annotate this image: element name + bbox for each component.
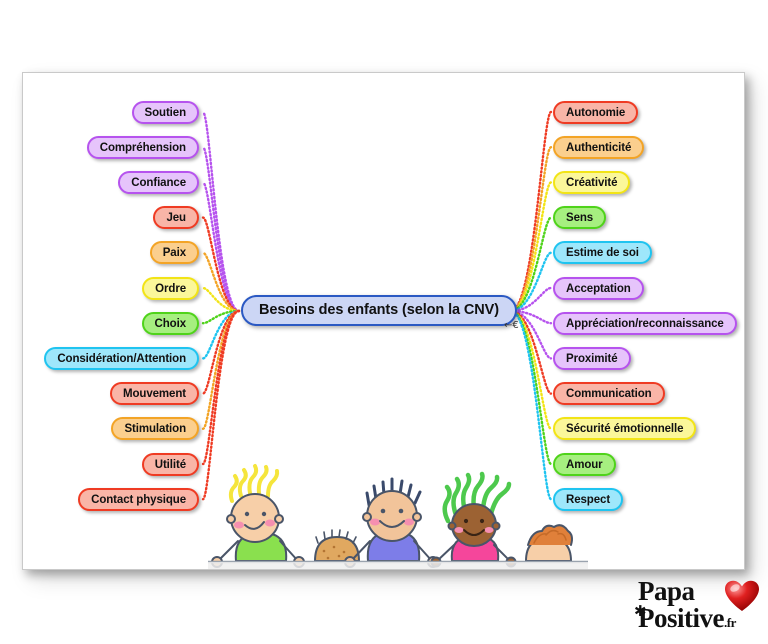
connector-line [201, 309, 241, 395]
children-illustration [208, 464, 588, 569]
connector-line [201, 216, 241, 313]
right-branch-node[interactable]: Créativité [553, 170, 631, 194]
child-5 [525, 524, 573, 562]
left-branch-node[interactable]: Paix [149, 241, 199, 265]
left-branch-node[interactable]: Mouvement [110, 382, 199, 406]
logo-line-papa: Papa [638, 576, 695, 606]
star-icon: ✱ [634, 603, 647, 620]
left-branch-node[interactable]: Jeu [153, 206, 199, 230]
mindmap-canvas[interactable]: Besoins des enfants (selon la CNV) ←€ So… [22, 72, 745, 570]
collapse-marker-icon[interactable]: ←€ [504, 320, 519, 331]
left-branch-node[interactable]: Stimulation [111, 417, 199, 441]
papa-positive-logo[interactable]: ✱ Papa Positive.fr [634, 576, 762, 638]
connector-line [201, 251, 241, 313]
connector-line [509, 216, 553, 313]
child-3 [344, 477, 439, 568]
left-branch-node[interactable]: Confiance [118, 170, 199, 194]
right-branch-node[interactable]: Appréciation/reconnaissance [553, 311, 737, 335]
connector-line [509, 251, 553, 313]
right-branch-node[interactable]: Proximité [553, 346, 631, 370]
connector-line [201, 146, 241, 313]
logo-line-positive: Positive.fr [638, 603, 736, 634]
left-branch-node[interactable]: Compréhension [86, 135, 199, 159]
right-branch-node[interactable]: Respect [553, 487, 624, 511]
connector-line [509, 309, 553, 360]
right-branch-node[interactable]: Acceptation [553, 276, 644, 300]
right-branch-node[interactable]: Sens [553, 206, 607, 230]
left-branch-node[interactable]: Soutien [131, 100, 199, 124]
logo-tld: .fr [723, 615, 736, 630]
right-branch-node[interactable]: Amour [553, 452, 616, 476]
child-1 [211, 464, 305, 568]
connector-line [509, 286, 553, 313]
left-branch-node[interactable]: Considération/Attention [44, 346, 199, 370]
right-branch-node[interactable]: Sécurité émotionnelle [553, 417, 697, 441]
left-branch-node[interactable]: Ordre [142, 276, 199, 300]
child-4 [430, 471, 517, 568]
connector-line [201, 309, 241, 325]
left-branch-node[interactable]: Choix [141, 311, 199, 335]
connector-line [201, 181, 241, 313]
right-branch-node[interactable]: Estime de soi [553, 241, 652, 265]
connector-line [509, 110, 553, 313]
logo-positive-text: Positive [638, 603, 724, 633]
left-branch-node[interactable]: Utilité [141, 452, 199, 476]
connector-line [201, 309, 241, 360]
connector-line [509, 309, 553, 466]
right-branch-node[interactable]: Authenticité [553, 135, 645, 159]
connector-line [509, 146, 553, 313]
connector-line [201, 286, 241, 313]
connector-line [201, 309, 241, 466]
right-branch-node[interactable]: Autonomie [553, 100, 639, 124]
connector-line [509, 181, 553, 313]
left-branch-node[interactable]: Contact physique [78, 487, 199, 511]
heart-icon [725, 580, 759, 611]
connector-line [201, 309, 241, 430]
child-2 [314, 529, 360, 562]
connector-line [201, 110, 241, 313]
central-node[interactable]: Besoins des enfants (selon la CNV) [241, 295, 517, 326]
right-branch-node[interactable]: Communication [553, 382, 665, 406]
